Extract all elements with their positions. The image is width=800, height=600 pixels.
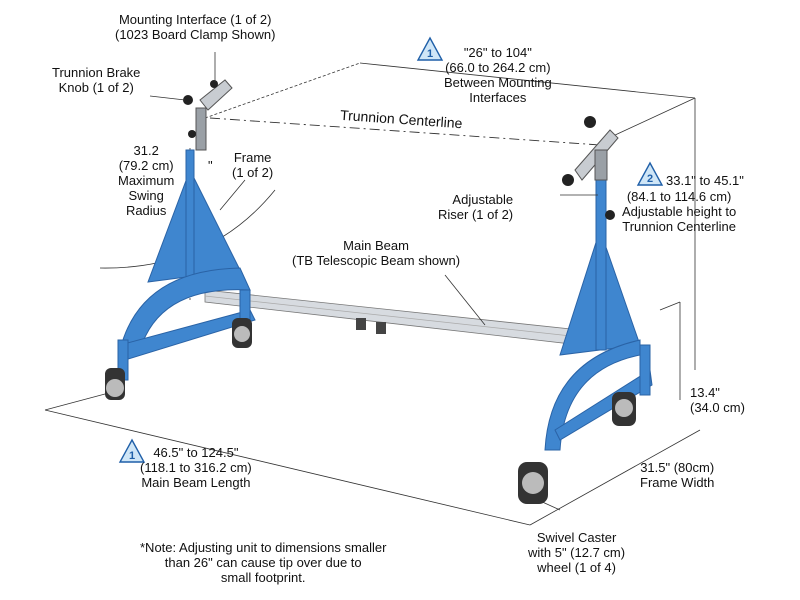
- label-mounting-interface: Mounting Interface (1 of 2) (1023 Board …: [115, 12, 276, 42]
- svg-text:1: 1: [129, 450, 135, 462]
- label-main-beam-length: 46.5" to 124.5" (118.1 to 316.2 cm) Main…: [140, 445, 252, 490]
- badge-between-interfaces: 1: [416, 36, 444, 61]
- label-adjustable-height-detail: (84.1 to 114.6 cm) Adjustable height to …: [622, 189, 737, 234]
- label-frame-width: 31.5" (80cm) Frame Width: [640, 460, 715, 490]
- badge-main-beam-length: 1: [118, 438, 146, 463]
- label-adjustable-riser: Adjustable Riser (1 of 2): [438, 192, 514, 222]
- dim-top-right: [599, 97, 696, 143]
- label-frame: Frame (1 of 2): [232, 150, 274, 180]
- dim-beam-length: [44, 409, 531, 526]
- caster-back-left: [232, 318, 252, 348]
- leader-lines: [149, 52, 598, 511]
- caster-back-right: [612, 392, 636, 426]
- dim-top-left: [204, 62, 361, 119]
- label-between-interfaces: "26" to 104" (66.0 to 264.2 cm) Between …: [444, 45, 552, 105]
- caster-front-right: [518, 462, 548, 504]
- dim-beam-height-top: [659, 301, 681, 311]
- right-frame-shape: [544, 116, 653, 451]
- caster-front-left: [105, 368, 125, 400]
- label-swing-radius: 31.2 (79.2 cm) Maximum Swing Radius: [118, 143, 175, 218]
- dim-top-back: [359, 62, 696, 99]
- main-beam-shape: [204, 289, 581, 346]
- label-trunnion-brake: Trunnion Brake Knob (1 of 2): [52, 65, 141, 95]
- trunnion-centerline-line: [209, 117, 601, 146]
- label-adjustable-height: 33.1" to 45.1": [666, 173, 744, 188]
- left-frame-shape: [117, 79, 256, 381]
- note-text: *Note: Adjusting unit to dimensions smal…: [140, 540, 387, 585]
- label-main-beam: Main Beam (TB Telescopic Beam shown): [292, 238, 461, 268]
- svg-text:1: 1: [427, 48, 433, 60]
- svg-text:2: 2: [647, 173, 653, 185]
- label-beam-height: 13.4" (34.0 cm): [690, 385, 745, 415]
- badge-adjustable-height: 2: [636, 161, 664, 186]
- swing-radius-inch-mark: ": [208, 158, 213, 173]
- label-swivel-caster: Swivel Caster with 5" (12.7 cm) wheel (1…: [528, 530, 626, 575]
- casters: [105, 318, 636, 504]
